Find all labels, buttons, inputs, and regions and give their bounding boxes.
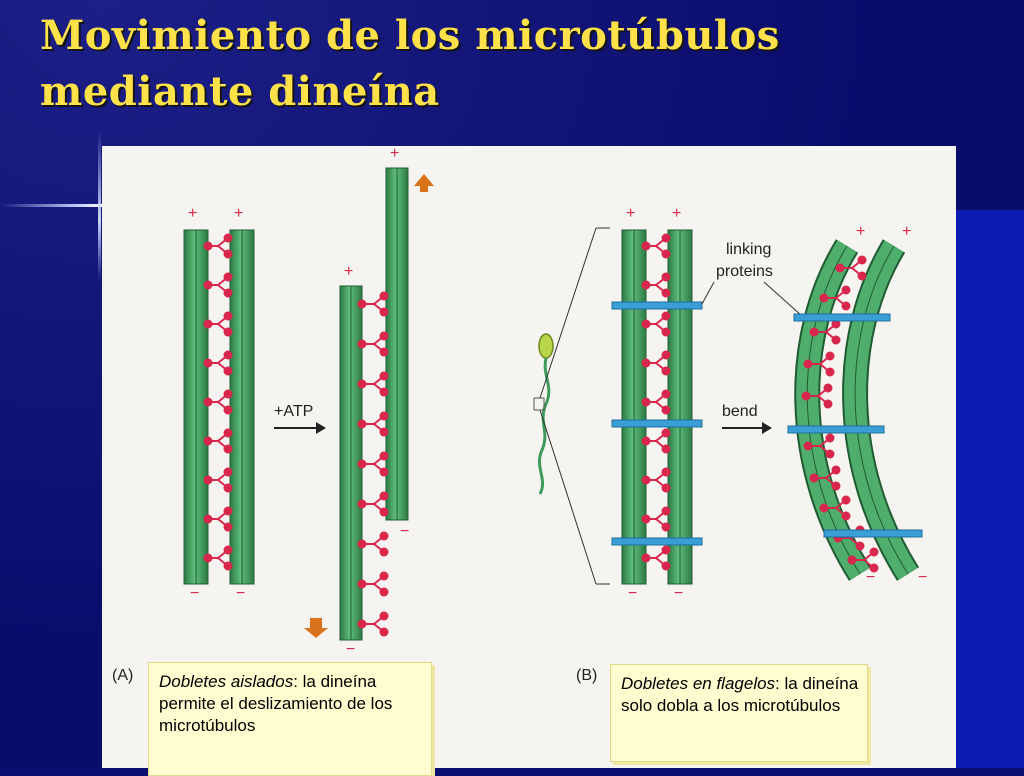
dynein-arm: [641, 350, 671, 376]
minus-sign: −: [628, 585, 637, 602]
plus-sign: +: [234, 205, 243, 222]
linking-protein: [611, 301, 703, 310]
plus-sign: +: [188, 205, 197, 222]
decorative-line-vertical: [98, 130, 101, 280]
plus-sign: +: [672, 205, 681, 222]
dynein-arm: [357, 451, 389, 477]
minus-sign: −: [236, 585, 245, 602]
atp-arrow: +ATP: [274, 403, 326, 434]
linking-protein: [611, 537, 703, 546]
minus-sign: −: [190, 585, 199, 602]
dynein-arm: [203, 428, 233, 454]
dynein-arm: [641, 506, 671, 532]
linking-protein: [823, 529, 923, 538]
dynein-arm: [357, 611, 389, 637]
panel-b-straight-doublets: + + − −: [611, 205, 703, 602]
dynein-arm: [203, 272, 233, 298]
decorative-line-horizontal: [0, 204, 102, 207]
dynein-arm: [357, 371, 389, 397]
dynein-arm: [809, 465, 841, 491]
dynein-arm: [835, 255, 867, 281]
caption-b-emphasis: Dobletes en flagelos: [621, 674, 776, 693]
dynein-arm: [203, 311, 233, 337]
dynein-arm: [641, 389, 671, 415]
panel-b-label: (B): [576, 667, 597, 684]
dynein-arm: [641, 272, 671, 298]
panel-a-label: (A): [112, 667, 133, 684]
dynein-arm: [357, 411, 389, 437]
linking-protein: [793, 313, 891, 322]
arrow-down-icon: [304, 618, 328, 638]
dynein-arm: [203, 545, 233, 571]
caption-b-text: : la dineína solo dobla a los microtúbul…: [621, 674, 859, 715]
dynein-arm: [641, 311, 671, 337]
dynein-arm: [203, 467, 233, 493]
caption-flagella-doublets: Dobletes en flagelos: la dineína solo do…: [610, 664, 868, 762]
dynein-arm: [357, 291, 389, 317]
linking-proteins-label: linking proteins: [701, 241, 803, 317]
bend-label: bend: [722, 403, 758, 420]
dynein-arm: [357, 331, 389, 357]
flagellum-sketch: [533, 227, 610, 585]
dynein-arm: [641, 233, 671, 259]
slide-title-line2: mediante dineína: [40, 68, 440, 115]
arrow-up-icon: [414, 174, 434, 192]
dynein-arm: [203, 233, 233, 259]
linking-label-line1: linking: [726, 241, 771, 258]
plus-sign: +: [856, 223, 865, 240]
dynein-diagram-svg: + + − − +ATP + + − −: [112, 146, 927, 684]
dynein-arm: [803, 351, 835, 377]
plus-sign: +: [626, 205, 635, 222]
bend-arrow: bend: [722, 403, 772, 434]
dynein-arm: [203, 350, 233, 376]
caption-a-emphasis: Dobletes aislados: [159, 672, 294, 691]
dynein-arm: [357, 491, 389, 517]
dynein-arm: [819, 495, 851, 521]
minus-sign: −: [866, 569, 875, 586]
caption-isolated-doublets: Dobletes aislados: la dineína permite el…: [148, 662, 432, 776]
minus-sign: −: [674, 585, 683, 602]
minus-sign: −: [400, 523, 409, 540]
panel-a-resting-doublets: + + − −: [183, 205, 255, 602]
dynein-arm: [203, 506, 233, 532]
dynein-arm: [641, 428, 671, 454]
dynein-arm: [641, 467, 671, 493]
dynein-arm: [357, 531, 389, 557]
slide-title-line1: Movimiento de los microtúbulos: [40, 12, 780, 59]
plus-sign: +: [390, 146, 399, 162]
plus-sign: +: [902, 223, 911, 240]
linking-protein: [787, 425, 885, 434]
dynein-arm: [803, 433, 835, 459]
caption-a-text: : la dineína permite el deslizamiento de…: [159, 672, 393, 735]
dynein-arm: [819, 285, 851, 311]
panel-b-bent-doublets: + + − −: [787, 223, 927, 586]
panel-a-sliding-doublets: + + − −: [304, 146, 434, 658]
linking-protein: [611, 419, 703, 428]
plus-sign: +: [344, 263, 353, 280]
slide-title: Movimiento de los microtúbulos mediante …: [40, 8, 940, 120]
dynein-arm: [801, 383, 833, 409]
minus-sign: −: [918, 569, 927, 586]
dynein-arm: [641, 545, 671, 571]
minus-sign: −: [346, 641, 355, 658]
dynein-arm: [847, 547, 879, 573]
decorative-side-band: [956, 210, 1024, 768]
dynein-arm: [203, 389, 233, 415]
atp-label: +ATP: [274, 403, 313, 420]
dynein-arm: [357, 571, 389, 597]
linking-label-line2: proteins: [716, 263, 773, 280]
